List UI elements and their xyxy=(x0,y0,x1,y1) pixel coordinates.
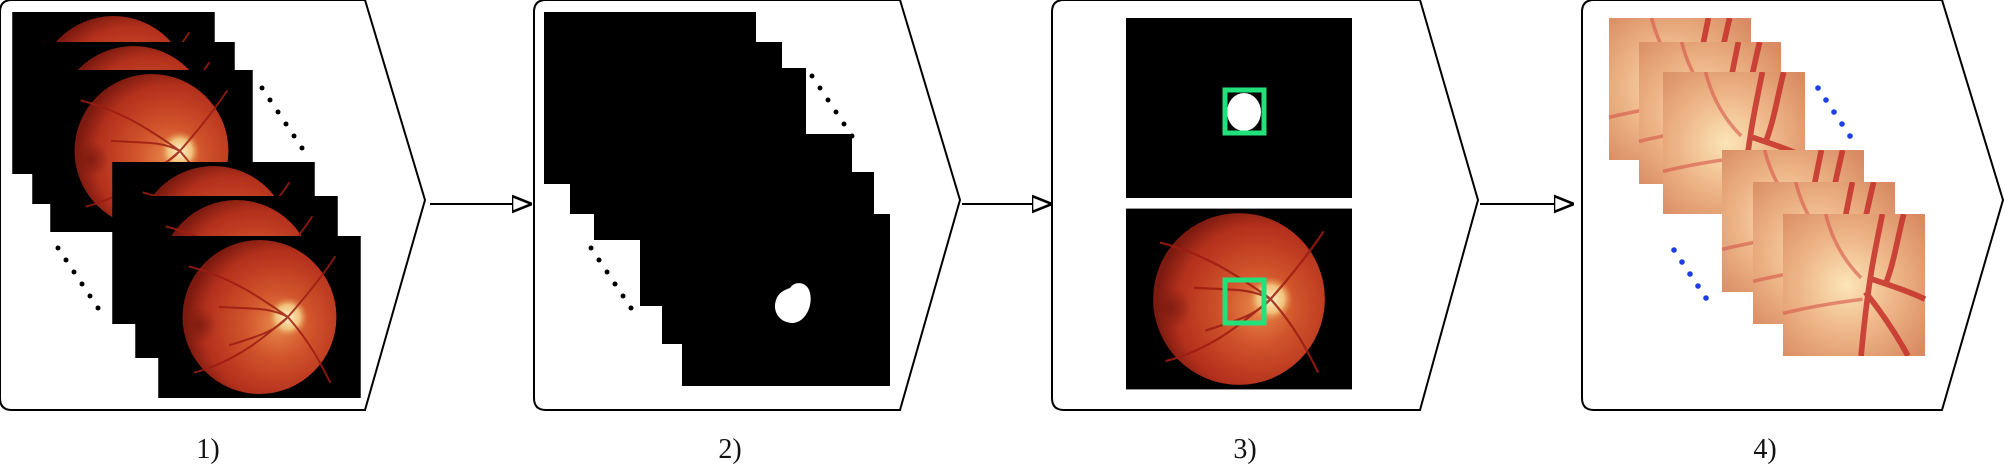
crop-ellipsis-dots-top xyxy=(1815,85,1853,139)
fundus-preview xyxy=(1126,208,1352,390)
mask-preview-disc xyxy=(1227,93,1261,131)
mask-detection-box xyxy=(1222,87,1267,136)
mask-ellipsis-dots-bottom xyxy=(588,245,634,311)
ellipsis-dots-top xyxy=(259,85,305,151)
mask-ellipsis-dots-top xyxy=(809,73,855,139)
mask-stack xyxy=(544,12,890,386)
crop-ellipsis-dots-bottom xyxy=(1671,247,1709,301)
panel-2 xyxy=(533,0,962,411)
panel-4 xyxy=(1581,0,2005,411)
step-label-3: 3) xyxy=(1233,434,1257,465)
ellipsis-dots-bottom xyxy=(55,245,101,311)
fundus-detection-box xyxy=(1222,277,1267,326)
panel-3 xyxy=(1051,0,1480,411)
step-label-2: 2) xyxy=(718,434,742,465)
panel-1 xyxy=(0,0,427,411)
optic-disc-mask xyxy=(774,283,811,323)
step-label-1: 1) xyxy=(196,434,220,465)
step-label-4: 4) xyxy=(1753,434,1777,465)
